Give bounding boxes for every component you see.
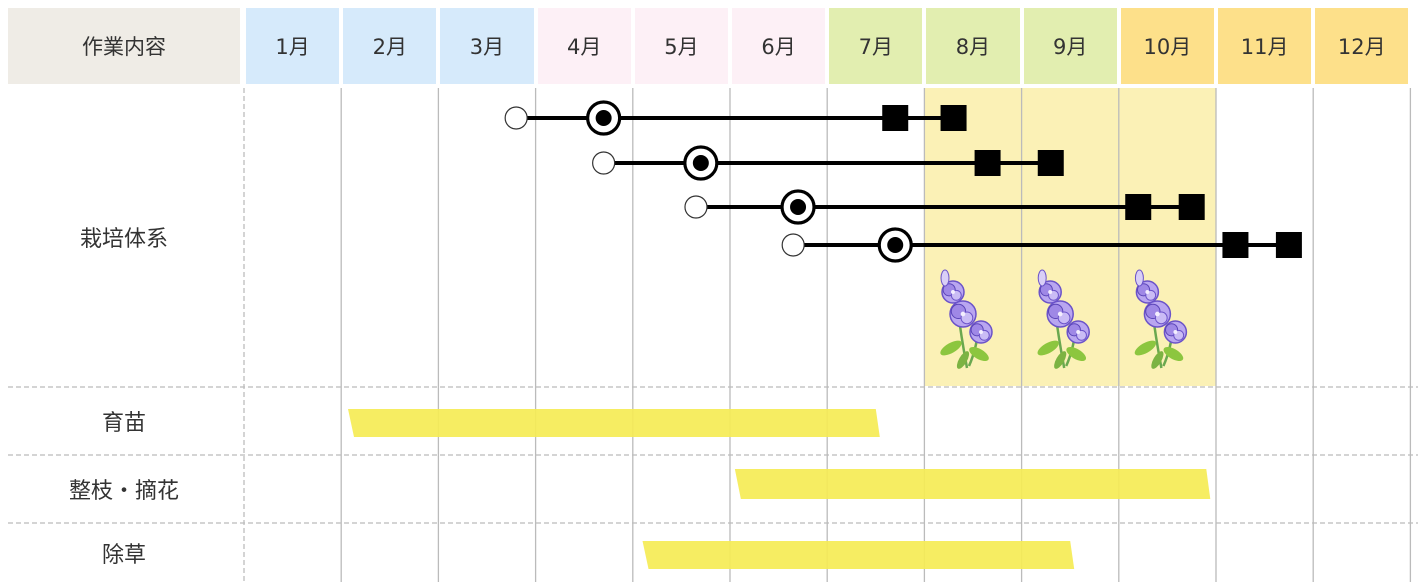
sowing-open-circle-icon	[504, 106, 528, 130]
month-header-4: 4月	[537, 8, 631, 84]
planting-dot-icon	[692, 155, 709, 171]
harvest-filled-square-icon	[974, 150, 1001, 176]
month-header-3: 3月	[440, 8, 534, 84]
row-label-weeding: 除草	[101, 543, 146, 568]
eustoma-flower-icon	[1134, 269, 1188, 369]
month-header-10: 10月	[1120, 8, 1214, 84]
harvest-filled-square-icon	[1037, 150, 1064, 176]
sowing-open-circle-icon	[781, 233, 805, 257]
work-bar-weeding	[642, 541, 1075, 569]
harvest-filled-square-icon	[1178, 194, 1205, 220]
month-header-8: 8月	[926, 8, 1020, 84]
eustoma-flower-icon	[1037, 269, 1090, 369]
harvest-filled-square-icon	[882, 105, 909, 131]
harvest-filled-square-icon	[1222, 232, 1249, 258]
month-header-1: 1月	[246, 8, 340, 84]
month-header-11: 11月	[1218, 8, 1312, 84]
header-task-label: 作業内容	[8, 8, 240, 84]
work-bar-pruning	[734, 469, 1211, 499]
month-header-12: 12月	[1315, 8, 1409, 84]
sowing-open-circle-icon	[592, 151, 616, 175]
harvest-filled-square-icon	[940, 105, 967, 131]
planting-dot-icon	[790, 199, 807, 215]
row-label-pruning: 整枝・摘花	[68, 479, 179, 504]
month-header-9: 9月	[1023, 8, 1117, 84]
month-header-6: 6月	[732, 8, 826, 84]
harvest-filled-square-icon	[1125, 194, 1152, 220]
row-label-cultivation: 栽培体系	[79, 227, 168, 252]
month-header-5: 5月	[634, 8, 728, 84]
month-header-7: 7月	[829, 8, 923, 84]
month-header-2: 2月	[343, 8, 437, 84]
planting-dot-icon	[887, 237, 904, 253]
row-label-seedling: 育苗	[101, 411, 146, 436]
eustoma-flower-icon	[940, 269, 993, 369]
work-bar-seedling	[348, 409, 880, 437]
harvest-filled-square-icon	[1275, 232, 1302, 258]
planting-dot-icon	[595, 110, 612, 126]
sowing-open-circle-icon	[684, 195, 708, 219]
